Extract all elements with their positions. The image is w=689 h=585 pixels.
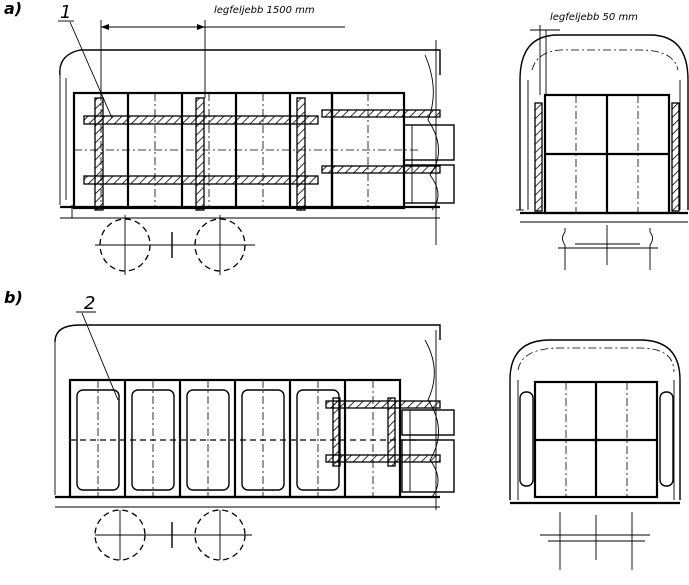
part-b-side-view	[54, 311, 455, 561]
item-2-label: 2	[84, 293, 95, 314]
part-b-end-view	[509, 339, 681, 570]
part-a-label: a)	[4, 0, 22, 18]
item-1-label: 1	[60, 2, 71, 23]
part-a-end-view	[516, 25, 689, 270]
dimension-50-label: legfeljebb 50 mm	[550, 12, 638, 23]
dimension-1500-label: legfeljebb 1500 mm	[214, 5, 315, 16]
part-b-label: b)	[4, 288, 23, 307]
part-a-side-view	[58, 20, 455, 275]
